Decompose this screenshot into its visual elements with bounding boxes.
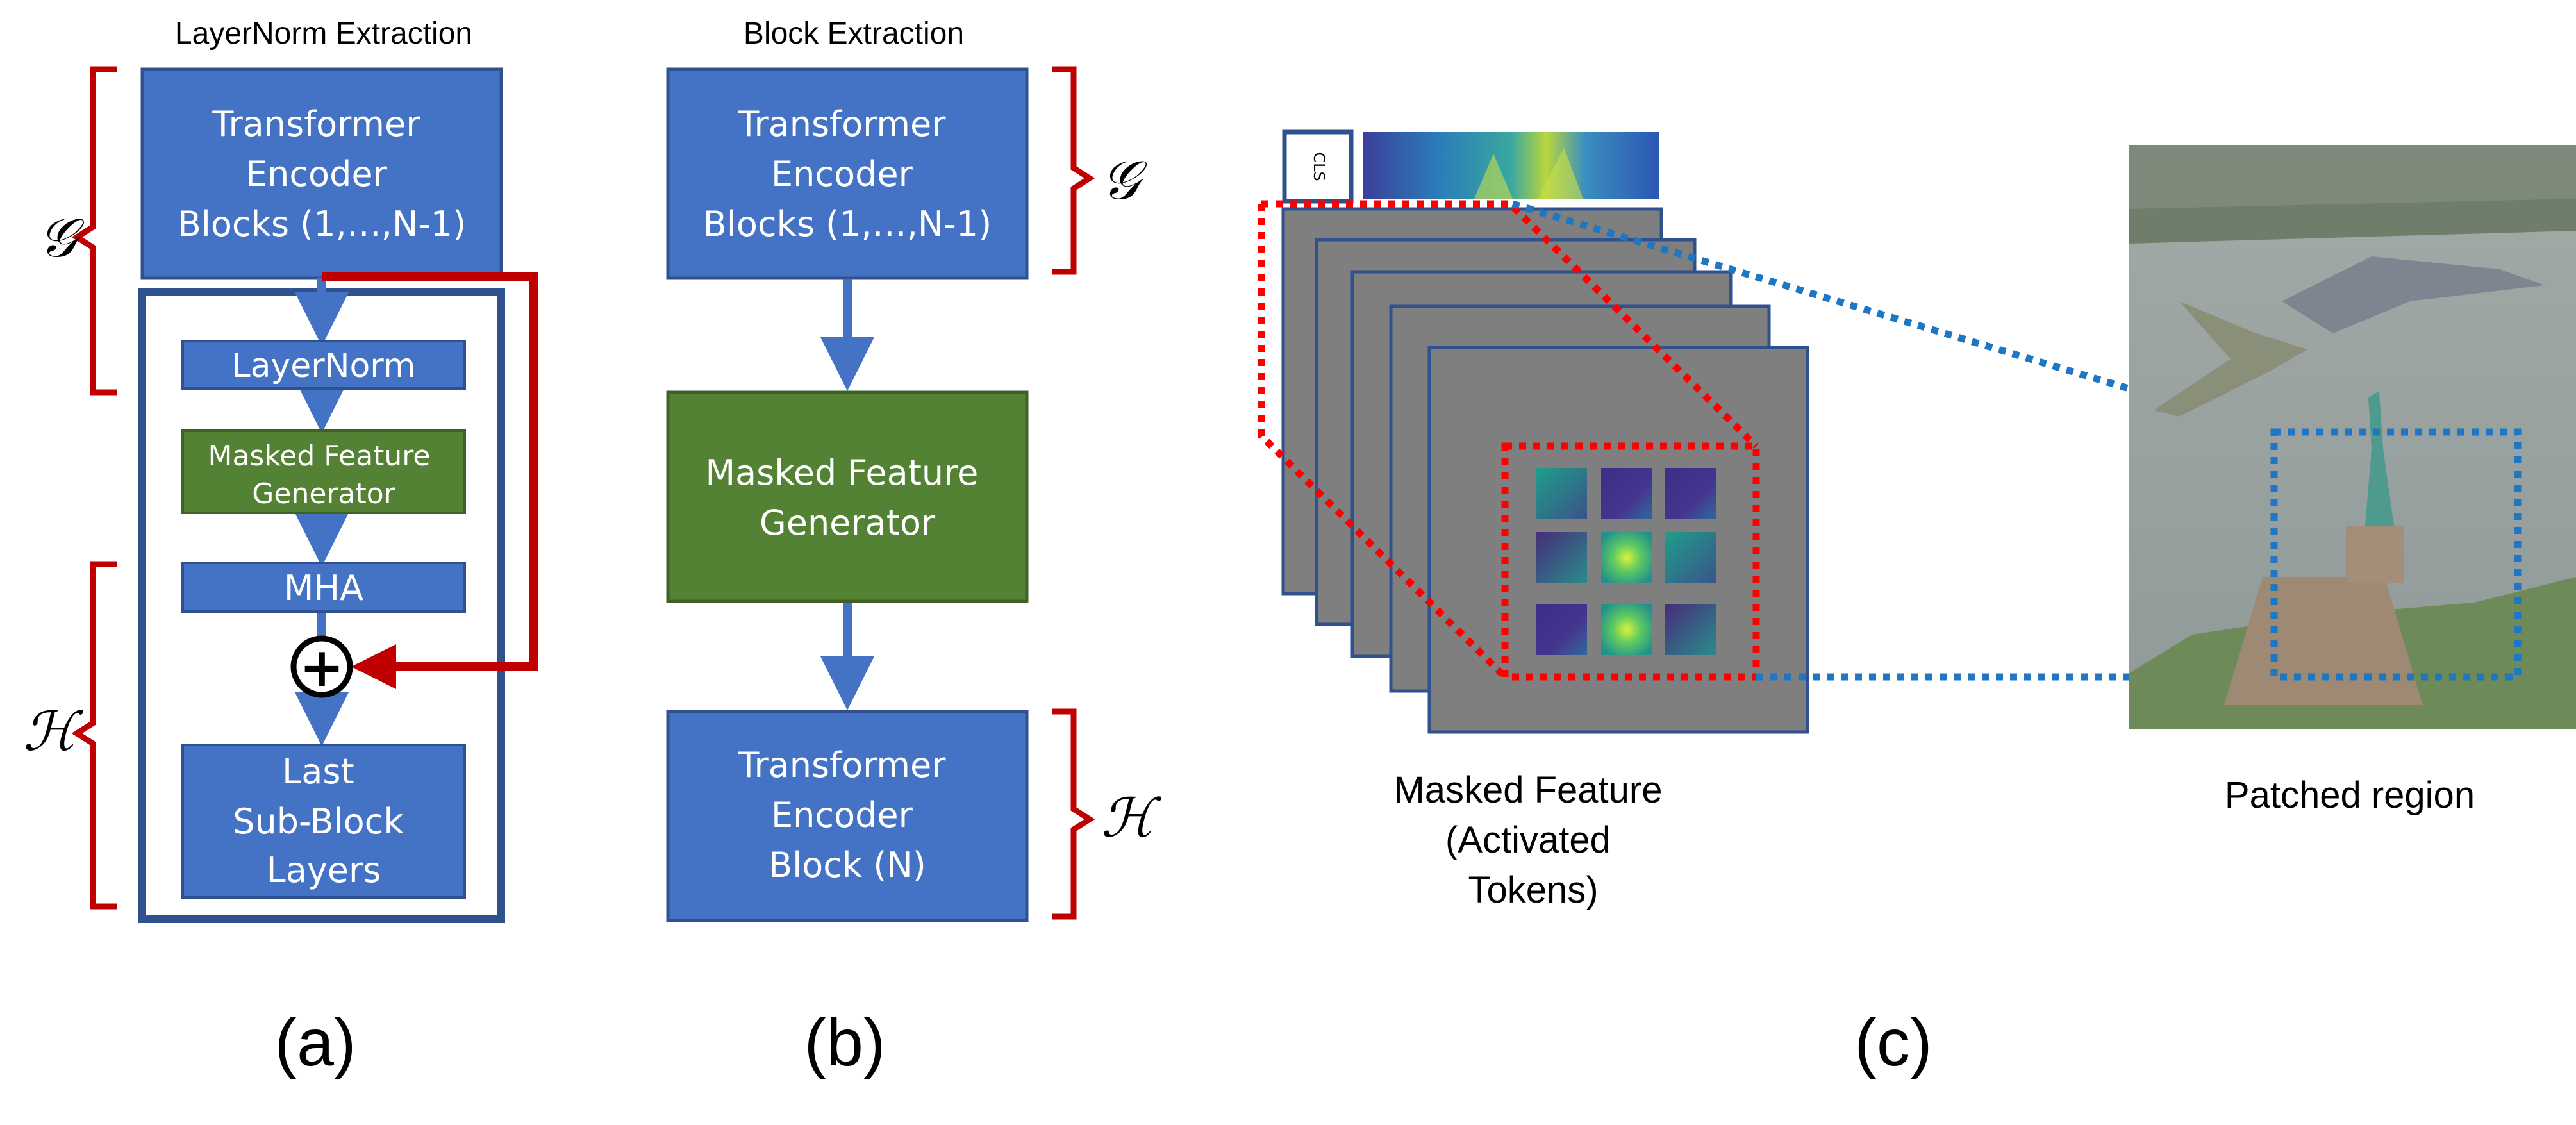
b-caption: (b) [804,1006,885,1080]
a-layernorm-label: LayerNorm [232,347,416,385]
token-tile-4 [1536,532,1587,583]
b-top-line-3: Blocks (1,…,N-1) [703,204,992,244]
a-plus-sign: + [299,636,344,699]
red-dotted-region [1501,442,1760,681]
activated-token-grid [1536,468,1716,655]
b-bottom-line-1: Transformer [737,745,946,785]
attention-strip [1363,132,1659,199]
attention-strip-highlight [1474,147,1583,199]
b-brace-h [1052,708,1095,920]
panel-b-title: Block Extraction [744,17,964,51]
a-top-line-2: Encoder [245,154,388,194]
b-mfg-line-2: Generator [760,503,936,543]
a-brace-h [71,561,117,910]
panel-c: CLS [1258,129,2576,1080]
masked-feature-line-1: Masked Feature [1393,769,1662,811]
svg-text:Transformer Encoder: Transformer Encoder Block (N) [737,745,956,885]
b-g-label: 𝒢 [1101,149,1147,212]
red-dotted-left [1258,204,1508,679]
patched-region-label: Patched region [2225,774,2475,816]
panel-a: LayerNorm Extraction Transformer Encoder… [23,17,538,1080]
patched-photo [2129,145,2576,729]
svg-text:Masked Feature (Activate: Masked Feature (Activated Tokens) [1393,769,1672,911]
a-mfg-line-2: Generator [252,478,395,510]
a-top-line-3: Blocks (1,…,N-1) [178,204,466,244]
photo-pedestal-top [2346,526,2404,583]
a-mfg-block [181,429,466,514]
svg-text:Transformer Encoder: Transformer Encoder Blocks (1,…,N-1) [703,104,992,244]
token-tile-7 [1536,604,1587,655]
b-mfg-block [666,390,1029,603]
photo-far-shore [2129,145,2576,209]
a-mfg-line-1: Masked Feature [208,440,430,472]
a-layernorm-block [181,340,466,390]
b-top-line-1: Transformer [737,104,946,144]
b-bottom-line-3: Block (N) [769,845,926,885]
svg-text:Masked Feature Generator: Masked Feature Generator [705,453,989,543]
a-h-label: ℋ [23,700,84,763]
b-bottom-line-2: Encoder [771,795,913,835]
photo-statue [2365,391,2394,526]
token-tile-1 [1536,468,1587,519]
token-tile-6 [1665,532,1716,583]
a-mha-block [181,562,466,613]
photo-propeller-plane [2154,301,2307,417]
token-tile-5 [1601,532,1652,583]
a-caption: (a) [274,1006,356,1080]
cls-token-label: CLS [1310,152,1328,181]
a-mha-label: MHA [284,568,363,608]
blue-dotted-top [1511,200,2275,436]
svg-text:Masked Feature Generator: Masked Feature Generator [208,440,439,510]
b-h-label: ℋ [1101,787,1162,849]
a-plus-circle [290,635,353,698]
a-brace-g [71,66,117,396]
b-top-block [666,67,1029,280]
a-last-block [181,744,466,899]
b-top-line-2: Encoder [771,154,913,194]
panel-a-title: LayerNorm Extraction [175,17,472,51]
masked-feature-line-3: Tokens) [1468,869,1598,911]
svg-text:Transformer Encoder: Transformer Encoder Blocks (1,…,N-1) [178,104,466,244]
masked-feature-line-2: (Activated [1445,819,1611,861]
a-last-line-2: Sub-Block [233,801,404,842]
b-bottom-block [666,710,1029,922]
photo-shore-strip [2129,199,2576,244]
a-last-line-3: Layers [267,850,381,890]
photo-jet [2282,256,2545,333]
a-last-line-1: Last [282,751,354,792]
token-tile-8 [1601,604,1652,655]
a-top-block [140,67,503,280]
c-caption: (c) [1854,1006,1932,1080]
b-brace-g [1052,66,1095,275]
panel-b: Block Extraction Transformer Encoder Blo… [666,17,1162,1080]
a-top-line-1: Transformer [212,104,420,144]
svg-text:Last Sub-Block Lay: Last Sub-Block Layers [233,751,415,890]
a-residual-arrow [322,272,538,689]
b-mfg-line-1: Masked Feature [705,453,978,493]
token-tile-2 [1601,468,1652,519]
blue-dotted-patch [2270,428,2522,681]
token-tile-3 [1665,468,1716,519]
token-tile-9 [1665,604,1716,655]
